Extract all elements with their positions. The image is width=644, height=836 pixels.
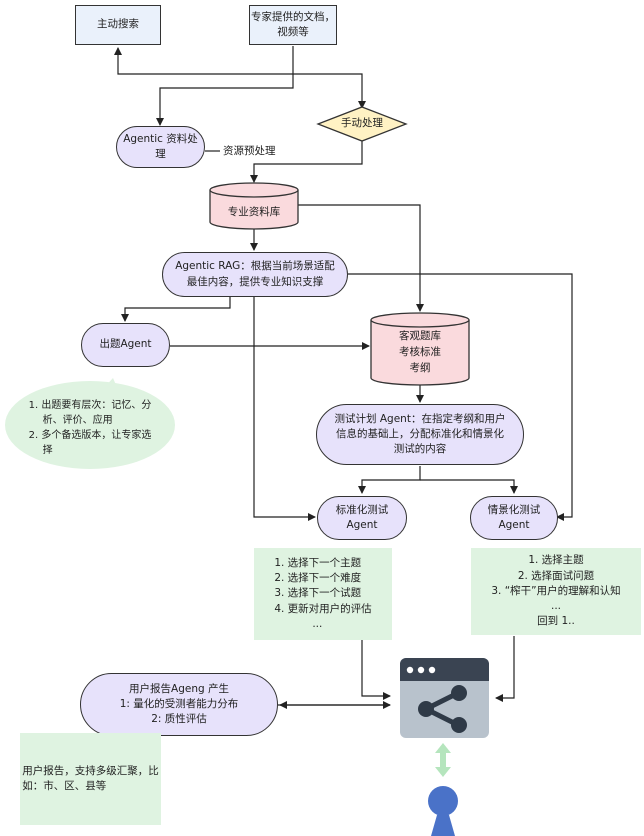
question-note-bubble bbox=[5, 381, 175, 469]
edge-ctx-to-share bbox=[495, 636, 515, 702]
question-agent-pill: 出题Agent bbox=[81, 323, 170, 367]
ctx-note-line-1: 1. 选择主题 bbox=[528, 554, 584, 567]
active-search-label: 主动搜索 bbox=[97, 18, 139, 31]
ctx-note-line-3: 3. “榨干”用户的理解和认知 bbox=[491, 584, 621, 597]
share-icon bbox=[400, 658, 489, 738]
ctx-agent-line-1: 情景化测试 bbox=[487, 503, 541, 516]
edge-docs-to-manual bbox=[293, 73, 366, 109]
question-note-line-4: 择 bbox=[42, 445, 53, 456]
std-note: 1. 选择下一个主题 2. 选择下一个难度 3. 选择下一个试题 4. 更新对用… bbox=[254, 548, 392, 640]
ctx-note-line-4: ... bbox=[550, 600, 561, 613]
ctx-note: 1. 选择主题 2. 选择面试问题 3. “榨干”用户的理解和认知 ... 回到… bbox=[471, 548, 641, 635]
report-agent-line-1: 用户报告Ageng 产生 bbox=[129, 682, 229, 695]
active-search-box: 主动搜索 bbox=[75, 5, 161, 45]
std-note-line-3: 3. 选择下一个试题 bbox=[274, 587, 362, 600]
test-plan-line-3: 测试的内容 bbox=[393, 443, 447, 456]
agentic-proc-line-2: 理 bbox=[155, 148, 166, 160]
edge-std-to-share bbox=[361, 640, 391, 700]
edge-manual-to-db bbox=[250, 140, 363, 183]
agentic-proc-pill: Agentic 资料处 理 bbox=[116, 126, 205, 168]
report-agent-pill: 用户报告Ageng 产生 1: 量化的受测者能力分布 2: 质性评估 bbox=[80, 673, 278, 736]
std-agent-pill: 标准化测试 Agent bbox=[317, 496, 407, 540]
objective-db-line-3: 考纲 bbox=[409, 361, 431, 374]
std-note-line-2: 2. 选择下一个难度 bbox=[274, 572, 362, 585]
question-note-line-3: 2. 多个备选版本，让专家选 bbox=[28, 430, 152, 441]
ctx-note-line-5: 回到 1.. bbox=[537, 615, 575, 628]
edge-db-to-objective bbox=[298, 204, 424, 312]
edge-docs-to-proc bbox=[156, 74, 294, 126]
objective-db-line-1: 客观题库 bbox=[399, 330, 441, 342]
agentic-rag-line-2: 最佳内容，提供专业知识支撑 bbox=[186, 275, 324, 288]
agentic-rag-pill: Agentic RAG：根据当前场景适配 最佳内容，提供专业知识支撑 bbox=[162, 252, 348, 297]
std-note-line-5: ... bbox=[312, 617, 323, 630]
question-note: 1. 出题要有层次：记忆、分 析、评价、应用 2. 多个备选版本，让专家选 择 bbox=[20, 398, 160, 458]
report-note: 用户报告，支持多级汇聚，比 如：市、区、县等 bbox=[20, 733, 161, 825]
agentic-proc-line-1: Agentic 资料处 bbox=[123, 132, 198, 145]
agentic-rag-line-1: Agentic RAG：根据当前场景适配 bbox=[175, 260, 335, 273]
expert-docs-box: 专家提供的文档， 视频等 bbox=[249, 5, 337, 45]
objective-db-line-2: 考核标准 bbox=[399, 345, 441, 358]
std-note-line-1: 1. 选择下一个主题 bbox=[274, 556, 362, 569]
edge-plan-to-ctx bbox=[420, 479, 518, 494]
user-share-arrow bbox=[435, 743, 451, 777]
pro-db-cylinder bbox=[209, 182, 299, 230]
edge-rag-to-ctx bbox=[348, 273, 573, 521]
question-agent-label: 出题Agent bbox=[99, 338, 152, 351]
manual-diamond bbox=[316, 106, 408, 142]
report-agent-line-2: 1: 量化的受测者能力分布 bbox=[119, 697, 239, 710]
ctx-agent-pill: 情景化测试 Agent bbox=[470, 496, 558, 540]
question-note-line-2: 析、评价、应用 bbox=[42, 415, 113, 426]
std-agent-line-1: 标准化测试 bbox=[335, 503, 389, 516]
objective-db-label: 客观题库 考核标准 考纲 bbox=[371, 329, 469, 376]
question-note-line-1: 1. 出题要有层次：记忆、分 bbox=[28, 400, 152, 411]
edge-rag-to-std bbox=[253, 297, 316, 521]
std-agent-line-2: Agent bbox=[346, 519, 378, 531]
edge-rag-to-question bbox=[121, 295, 231, 322]
expert-docs-line-2: 视频等 bbox=[277, 26, 309, 38]
std-note-line-4: 4. 更新对用户的评估 bbox=[274, 602, 372, 615]
report-note-line-1: 用户报告，支持多级汇聚，比 bbox=[22, 764, 159, 777]
report-note-line-2: 如：市、区、县等 bbox=[22, 780, 107, 792]
ctx-agent-line-2: Agent bbox=[498, 519, 530, 531]
edge-plan-to-std bbox=[358, 466, 421, 494]
test-plan-line-1: 测试计划 Agent：在指定考纲和用户 bbox=[334, 412, 506, 425]
manual-label: 手动处理 bbox=[341, 117, 383, 130]
test-plan-pill: 测试计划 Agent：在指定考纲和用户 信息的基础上，分配标准化和情景化 测试的… bbox=[316, 404, 524, 465]
user-icon bbox=[428, 786, 458, 836]
report-agent-line-3: 2: 质性评估 bbox=[151, 713, 207, 726]
edge-docs-to-search bbox=[114, 46, 294, 75]
test-plan-line-2: 信息的基础上，分配标准化和情景化 bbox=[335, 427, 504, 440]
manual-label-wrap: 手动处理 bbox=[330, 115, 394, 133]
objective-db-cylinder bbox=[370, 312, 470, 386]
expert-docs-line-1: 专家提供的文档， bbox=[251, 10, 335, 23]
pro-db-label: 专业资料库 bbox=[227, 206, 281, 218]
ctx-note-line-2: 2. 选择面试问题 bbox=[517, 569, 595, 582]
preprocess-label: 资源预处理 bbox=[221, 143, 278, 158]
